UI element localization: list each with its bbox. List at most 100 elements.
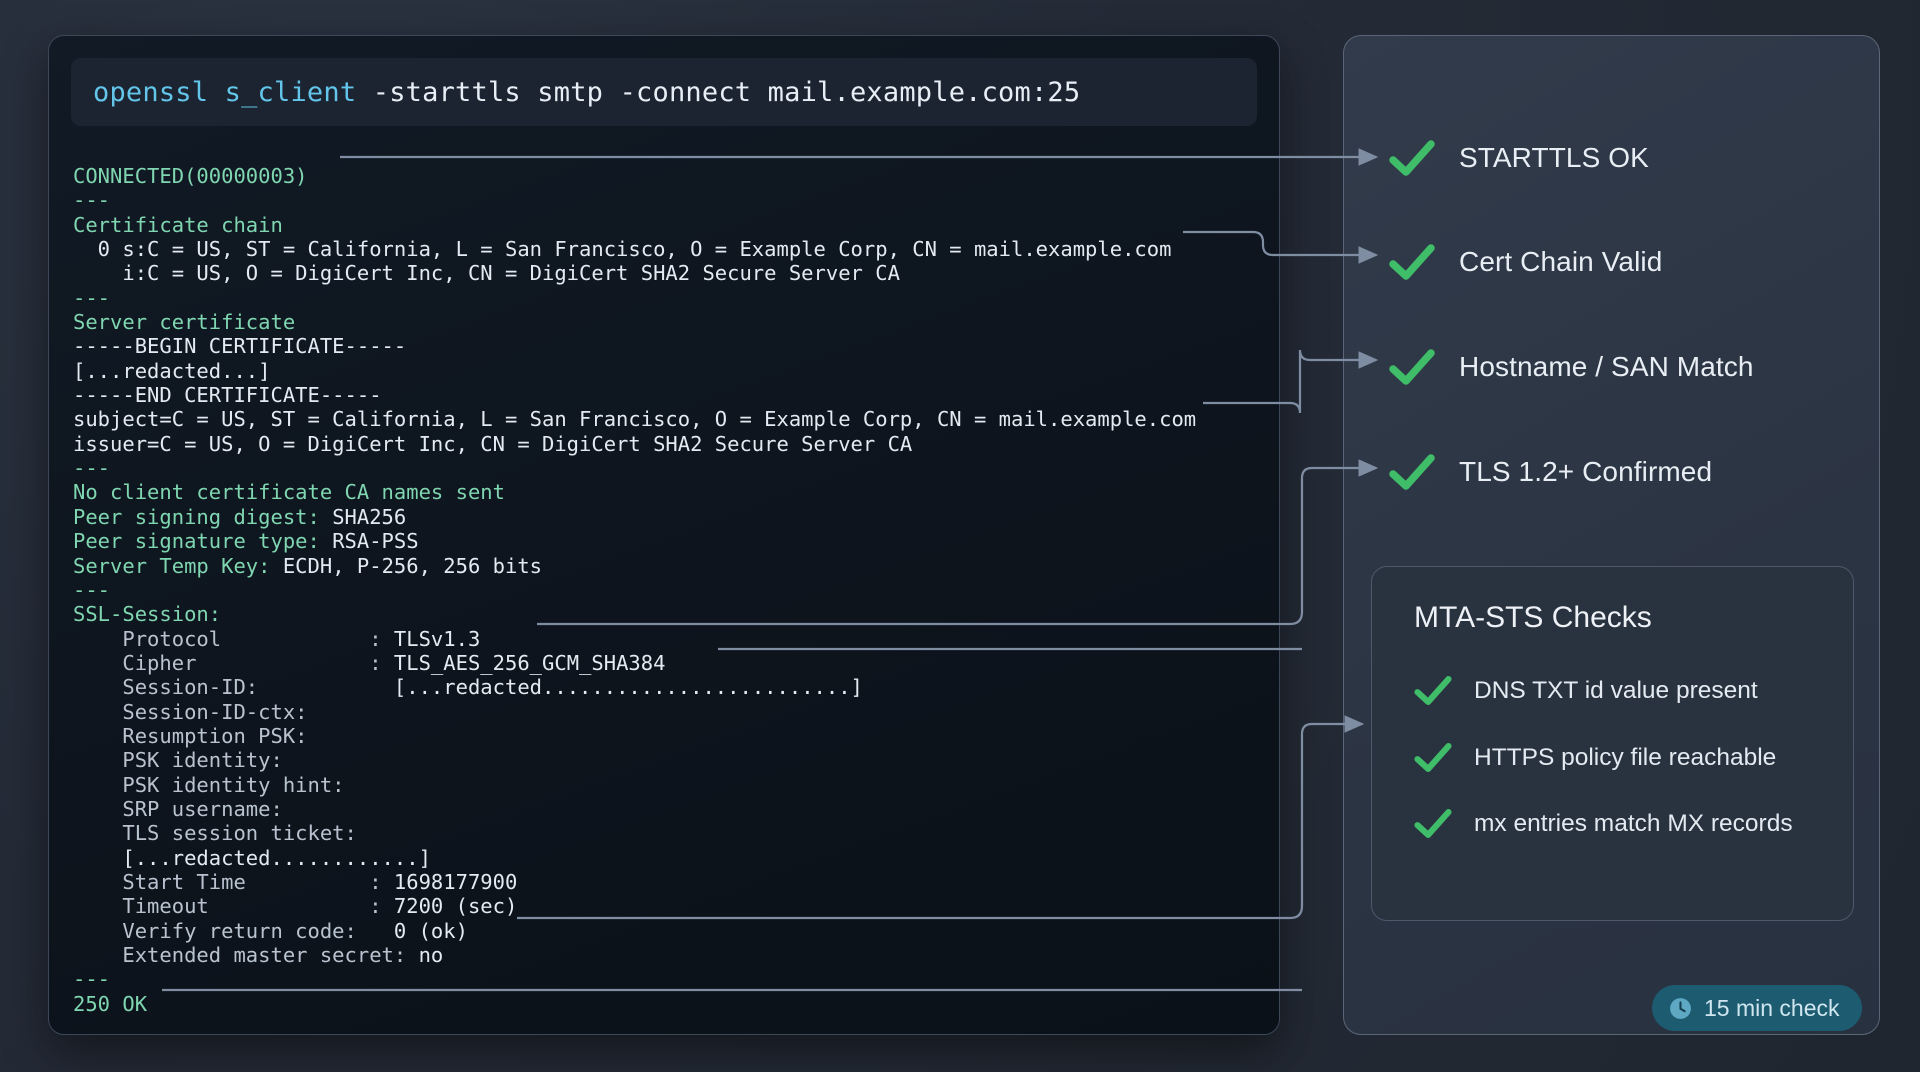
check-icon — [1414, 676, 1452, 705]
terminal-line: SRP username: — [73, 797, 1263, 821]
terminal-line: --- — [73, 188, 1263, 212]
terminal-line-label: --- — [73, 456, 111, 481]
terminal-line: CONNECTED(00000003) — [73, 164, 1263, 188]
terminal-line-label: [...redacted...] — [73, 358, 271, 383]
terminal-line-label: --- — [73, 188, 111, 213]
terminal-line-value: no — [418, 943, 444, 967]
terminal-line: 250 OK — [73, 992, 1263, 1016]
check-item[interactable]: STARTTLS OK — [1389, 139, 1649, 177]
check-item-label: TLS 1.2+ Confirmed — [1459, 456, 1713, 487]
command-args: -starttls smtp -connect mail.example.com… — [356, 76, 1081, 108]
terminal-line-value: SHA256 — [332, 504, 407, 529]
terminal-line-label: subject=C = US, ST = California, L = San… — [73, 407, 1197, 432]
terminal-line: --- — [73, 578, 1263, 602]
check-item[interactable]: Hostname / SAN Match — [1389, 348, 1754, 386]
terminal-line: SSL-Session: — [73, 602, 1263, 626]
terminal-line-label: No client certificate CA names sent — [73, 480, 505, 505]
terminal-line-label: Certificate chain — [73, 212, 283, 237]
terminal-line-value: TLS_AES_256_GCM_SHA384 — [393, 650, 666, 675]
terminal-line: Protocol : TLSv1.3 — [73, 627, 1263, 651]
terminal-line-label: Extended master secret: — [73, 943, 419, 967]
terminal-line-label: -----BEGIN CERTIFICATE----- — [73, 334, 407, 359]
check-icon — [1414, 743, 1452, 772]
terminal-line-value: 7200 (sec) — [393, 894, 518, 919]
terminal-line-label: Start Time : — [73, 869, 394, 894]
interval-badge[interactable]: 15 min check — [1652, 985, 1862, 1031]
terminal-line-label: Resumption PSK: — [73, 723, 308, 748]
mta-sts-item[interactable]: DNS TXT id value present — [1414, 675, 1758, 706]
terminal-line-label: TLS session ticket: — [73, 821, 357, 846]
terminal-line-value: [...redacted.........................] — [393, 675, 863, 700]
terminal-line-label: 0 s:C = US, ST = California, L = San Fra… — [73, 237, 1172, 262]
check-item-label: STARTTLS OK — [1459, 142, 1649, 173]
terminal-line: PSK identity hint: — [73, 773, 1263, 797]
terminal-line: i:C = US, O = DigiCert Inc, CN = DigiCer… — [73, 261, 1263, 285]
check-icon — [1389, 140, 1435, 176]
terminal-line-label: Cipher : — [73, 650, 394, 675]
mta-sts-item[interactable]: HTTPS policy file reachable — [1414, 742, 1776, 773]
check-icon — [1389, 349, 1435, 385]
terminal-line: --- — [73, 967, 1263, 991]
command-bar[interactable]: openssl s_client -starttls smtp -connect… — [71, 58, 1257, 126]
terminal-line: Session-ID: [...redacted................… — [73, 675, 1263, 699]
terminal-line-value: 0 (ok) — [393, 918, 468, 943]
terminal-line: [...redacted............] — [73, 846, 1263, 870]
terminal-line: issuer=C = US, O = DigiCert Inc, CN = Di… — [73, 432, 1263, 456]
mta-sts-item-label: mx entries match MX records — [1474, 809, 1793, 837]
terminal-line: Peer signature type: RSA-PSS — [73, 529, 1263, 553]
terminal-line: TLS session ticket: — [73, 821, 1263, 845]
terminal-line-label: [...redacted............] — [73, 845, 431, 870]
terminal-line: Extended master secret: no — [73, 943, 1263, 967]
terminal-line: -----BEGIN CERTIFICATE----- — [73, 334, 1263, 358]
terminal-line: Start Time : 1698177900 — [73, 870, 1263, 894]
terminal-line: --- — [73, 286, 1263, 310]
check-item[interactable]: Cert Chain Valid — [1389, 243, 1662, 281]
terminal-line-label: SRP username: — [73, 796, 283, 821]
check-item[interactable]: TLS 1.2+ Confirmed — [1389, 453, 1712, 491]
check-icon — [1414, 809, 1452, 838]
command-text: openssl s_client -starttls smtp -connect… — [93, 77, 1080, 108]
terminal-panel: openssl s_client -starttls smtp -connect… — [48, 35, 1280, 1035]
terminal-line: Certificate chain — [73, 213, 1263, 237]
terminal-line-label: Session-ID: — [73, 675, 394, 700]
terminal-line: Verify return code: 0 (ok) — [73, 919, 1263, 943]
terminal-line: No client certificate CA names sent — [73, 480, 1263, 504]
terminal-line: [...redacted...] — [73, 359, 1263, 383]
terminal-output: CONNECTED(00000003)---Certificate chain … — [73, 164, 1263, 1016]
terminal-line: 0 s:C = US, ST = California, L = San Fra… — [73, 237, 1263, 261]
terminal-line-label: CONNECTED(00000003) — [73, 164, 308, 188]
terminal-line-value: RSA-PSS — [332, 529, 419, 554]
terminal-line-label: Protocol : — [73, 626, 394, 651]
terminal-line: Server Temp Key: ECDH, P-256, 256 bits — [73, 554, 1263, 578]
terminal-line-label: --- — [73, 967, 111, 992]
terminal-line-label: Server Temp Key: — [73, 553, 283, 578]
terminal-line-label: PSK identity hint: — [73, 772, 345, 797]
terminal-line-label: 250 OK — [73, 991, 148, 1016]
terminal-line: PSK identity: — [73, 748, 1263, 772]
check-item-label: Cert Chain Valid — [1459, 246, 1663, 277]
terminal-line-label: Peer signature type: — [73, 529, 333, 554]
terminal-line-label: Peer signing digest: — [73, 504, 333, 529]
terminal-line-value: TLSv1.3 — [393, 626, 481, 651]
terminal-line-value: 1698177900 — [393, 869, 518, 894]
terminal-line-label: --- — [73, 577, 111, 602]
terminal-line: Session-ID-ctx: — [73, 700, 1263, 724]
terminal-line-label: PSK identity: — [73, 748, 283, 773]
check-icon — [1389, 454, 1435, 490]
terminal-line-label: Session-ID-ctx: — [73, 699, 308, 724]
mta-sts-item[interactable]: mx entries match MX records — [1414, 808, 1793, 839]
clock-icon — [1670, 997, 1691, 1019]
interval-badge-label: 15 min check — [1704, 994, 1840, 1021]
check-icon — [1389, 244, 1435, 280]
terminal-line-label: issuer=C = US, O = DigiCert Inc, CN = Di… — [73, 431, 913, 456]
terminal-line: Server certificate — [73, 310, 1263, 334]
terminal-line-label: --- — [73, 285, 111, 310]
mta-sts-item-label: HTTPS policy file reachable — [1474, 743, 1777, 771]
terminal-line: --- — [73, 456, 1263, 480]
terminal-line: Cipher : TLS_AES_256_GCM_SHA384 — [73, 651, 1263, 675]
terminal-line-label: Verify return code: — [73, 918, 394, 943]
command-keyword: openssl s_client — [93, 76, 357, 108]
mta-sts-title: MTA-STS Checks — [1414, 601, 1652, 634]
